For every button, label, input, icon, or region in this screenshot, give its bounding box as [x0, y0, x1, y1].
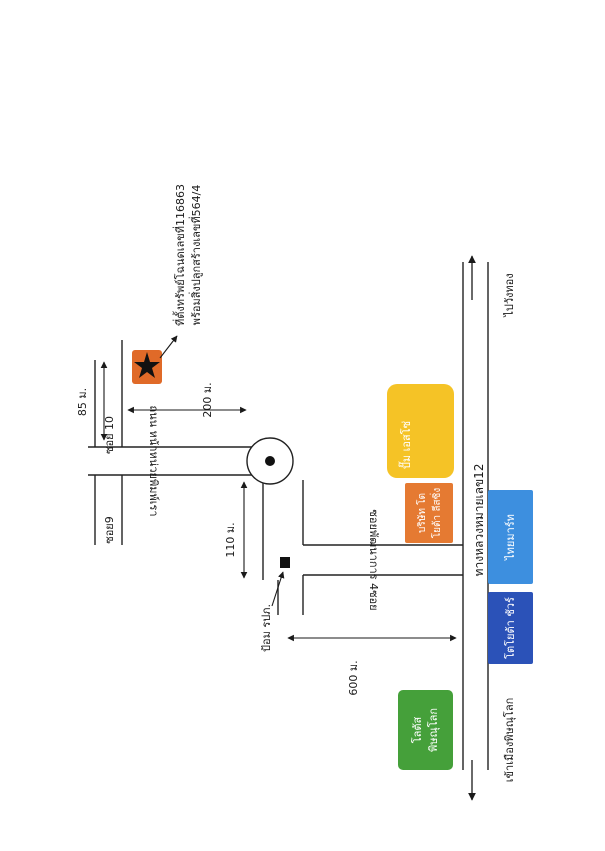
pump-box	[387, 384, 454, 478]
distance-600m-label: 600 ม.	[347, 660, 360, 695]
svg-text:โยต้า ลีสซิ่ง: โยต้า ลีสซิ่ง	[429, 488, 443, 539]
svg-text:พิษณุโลก: พิษณุโลก	[426, 708, 440, 752]
property-pointer	[159, 335, 178, 359]
property-label-line1: ที่ตั้งทรัพย์โฉนดเลขที่116863	[172, 184, 187, 326]
property-label-line2: พร้อมสิ่งปลูกสร้างเลขที่564/4	[188, 185, 203, 326]
svg-text:โลตัส: โลตัส	[410, 716, 424, 743]
thaimart-box	[488, 490, 533, 584]
direction-left-label: เข้าเมืองพิษณุโลก	[502, 698, 516, 782]
soi10-label: ซอย 10	[103, 416, 116, 454]
distance-85m-label: 85 ม.	[76, 388, 89, 416]
toyota-sure-label: โตโยต้า ชัวร์	[503, 597, 517, 659]
toyota-leasing-box	[405, 483, 453, 543]
lotus-box	[398, 690, 453, 770]
svg-text:บริษัท โต: บริษัท โต	[415, 493, 428, 533]
toyota-leasing-label: บริษัท โต โยต้า ลีสซิ่ง	[415, 488, 443, 539]
police-booth-icon	[280, 557, 290, 568]
side-road-label: ซอยพัฒนาการ 4ซอย	[367, 509, 380, 610]
road-lines	[88, 262, 489, 770]
direction-right-label: ไปวังทอง	[503, 273, 516, 317]
roundabout-center	[265, 456, 275, 466]
police-pointer	[271, 571, 285, 607]
main-road-label: ถนน หน้าหน่วยพิมพ์เรา	[147, 405, 160, 516]
highway-label: ทางหลวงหมายเลข12	[472, 464, 486, 577]
lotus-label: โลตัส พิษณุโลก	[410, 708, 440, 752]
toyota-sure-box	[488, 592, 533, 664]
distance-110m-label: 110 ม.	[224, 522, 237, 557]
property-star-icon	[134, 352, 160, 378]
pump-label: ปั๊ม เอสโซ่	[398, 420, 413, 469]
distance-200m-label: 200 ม.	[201, 382, 214, 417]
soi9-label: ซอย9	[103, 516, 116, 544]
thaimart-label: ไทยมาร์ท	[504, 514, 517, 561]
police-label: ป้อม รปภ.	[260, 604, 273, 652]
